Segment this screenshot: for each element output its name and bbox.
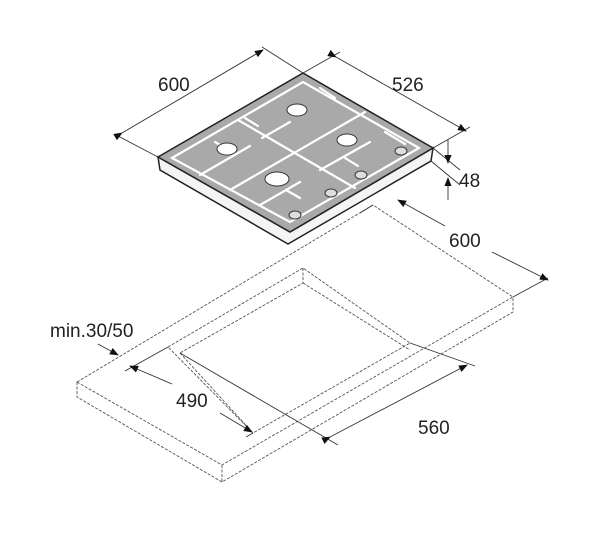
- cutout: [167, 267, 411, 434]
- burners: [216, 103, 358, 187]
- dimension-hob-depth: 526: [302, 49, 471, 149]
- control-knobs: [288, 146, 408, 220]
- knob: [354, 170, 368, 180]
- knob: [288, 210, 302, 220]
- countertop: [76, 204, 514, 483]
- label-cutout-depth: 490: [176, 391, 208, 412]
- label-hob-width: 600: [158, 75, 190, 96]
- label-hob-depth: 526: [392, 75, 424, 96]
- label-hob-height: 48: [459, 171, 480, 192]
- dimension-cutout-width: 560: [179, 342, 476, 446]
- dimension-hob-height: 48: [430, 140, 480, 200]
- label-counter-thickness: min.30/50: [50, 321, 133, 342]
- gas-hob: [156, 72, 435, 245]
- dimension-counter-thickness: min.30/50: [50, 321, 133, 356]
- label-counter-depth: 600: [449, 231, 481, 252]
- burner-rear-left: [286, 103, 308, 117]
- burner-rear-right: [336, 133, 358, 147]
- knob: [394, 146, 408, 156]
- knob: [324, 188, 338, 198]
- label-cutout-width: 560: [418, 418, 450, 439]
- burner-front: [264, 171, 290, 187]
- dimension-counter-depth: 600: [359, 199, 549, 298]
- dimension-hob-width: 600: [113, 46, 304, 158]
- burner-front-left: [216, 142, 238, 156]
- dimension-cutout-depth: 490: [124, 346, 254, 438]
